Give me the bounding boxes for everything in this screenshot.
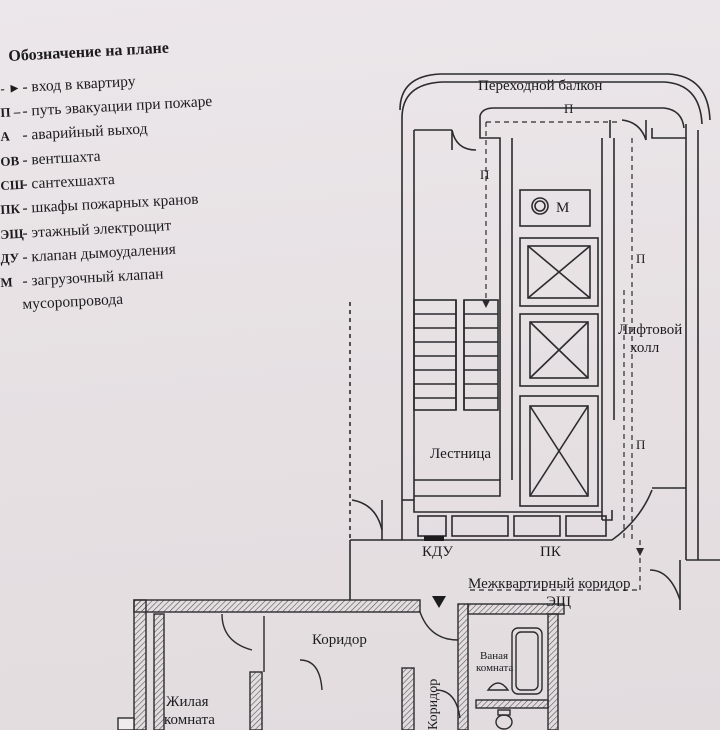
cabinet [451, 515, 509, 537]
living-room-label-1: Жилая [166, 694, 209, 710]
lift-hall-label-1: Лифтовой [618, 322, 683, 338]
balcony-inner-wall [401, 81, 703, 125]
inter-corridor-label: Межквартирный коридор [468, 576, 631, 592]
elevator-shaft-2 [519, 313, 599, 387]
garbage-label: М [556, 200, 570, 216]
elevator-shaft-1 [519, 237, 599, 307]
evac-mark: П [480, 167, 490, 182]
door-arc [451, 129, 477, 151]
toilet [495, 714, 513, 730]
balcony-outer-wall [399, 73, 711, 121]
bathroom-label-2: комната [476, 662, 514, 674]
entrance-marker-icon [432, 596, 446, 608]
apartment-left-wall [133, 599, 147, 730]
kdu-label: КДУ [422, 544, 454, 560]
evacuation-path [470, 121, 641, 591]
balcony-inner-rail [479, 107, 685, 129]
shaft-wall-left [479, 126, 501, 480]
cabinet [513, 515, 561, 537]
partition-wall [249, 671, 263, 730]
bathroom-wall [457, 603, 469, 730]
cabinet [417, 515, 447, 537]
garbage-chute-icon [531, 197, 549, 215]
switchboard-label: ЭЩ [546, 594, 572, 610]
stairs-label: Лестница [430, 446, 492, 462]
cabinet [565, 515, 607, 537]
evac-mark: П [636, 251, 646, 266]
evac-mark: П [636, 437, 646, 452]
stair-flights [413, 299, 499, 411]
bathtub [511, 627, 543, 695]
pk-label: ПК [540, 544, 561, 560]
bathroom-label-1: Ваная [480, 650, 509, 662]
corridor-label: Коридор [312, 632, 367, 648]
elevator-shaft-3 [519, 395, 599, 507]
living-room-label-2: комната [164, 712, 215, 728]
apartment-top-wall [133, 599, 421, 613]
lift-hall-label-2: холл [630, 340, 660, 356]
sink [486, 682, 510, 691]
corridor-vertical-label: Коридор [426, 678, 441, 730]
evac-mark: П [564, 101, 574, 116]
kdu-marker [424, 536, 444, 541]
balcony-label: Переходной балкон [478, 78, 603, 94]
